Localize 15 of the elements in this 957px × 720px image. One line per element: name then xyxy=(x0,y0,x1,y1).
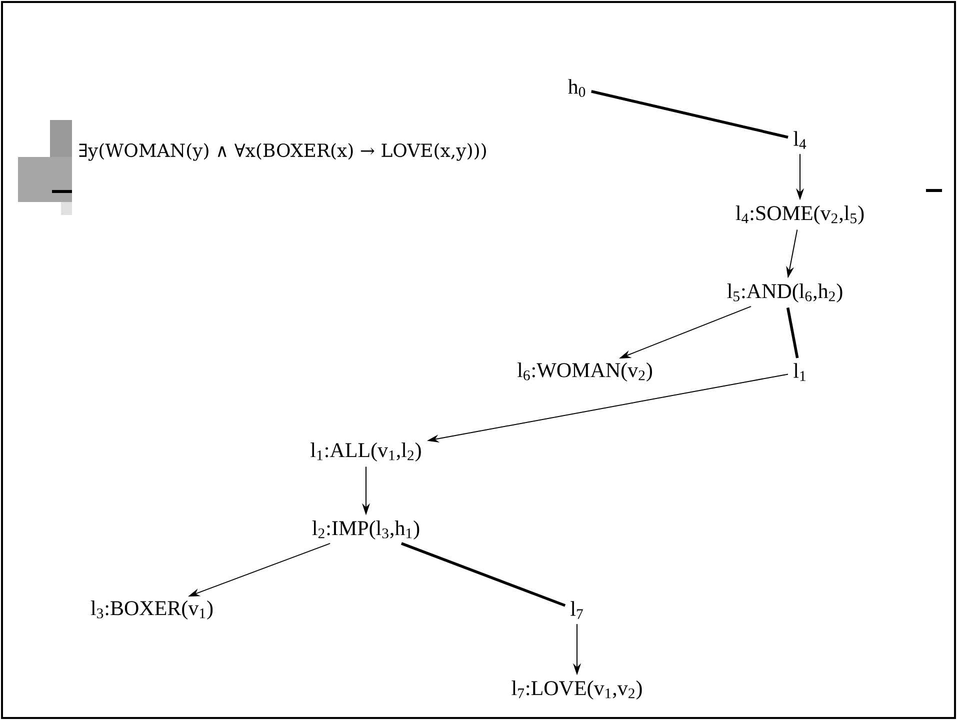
term-label: l$_{1}$:ALL(v$_{1}$,l$_{2}$) xyxy=(310,442,421,462)
term-label: l$_{4}$:SOME(v$_{2}$,l$_{5}$) xyxy=(736,205,864,225)
term-label: l$_{4}$ xyxy=(794,131,806,149)
connector-line xyxy=(786,307,799,358)
term-label: h$_{0}$ xyxy=(568,79,586,97)
term-label: l$_{7}$:LOVE(v$_{1}$,v$_{2}$) xyxy=(512,680,642,700)
connector-line xyxy=(591,90,788,139)
formula: ∃y(WOMAN(y) ∧ ∀x(BOXER(x) → LOVE(x,y))) xyxy=(79,143,486,161)
term-label: l$_{5}$:AND(l$_{6}$,h$_{2}$) xyxy=(727,283,842,303)
term-label: l$_{3}$:BOXER(v$_{1}$) xyxy=(90,600,213,620)
connector-line xyxy=(400,542,566,607)
term-label: l$_{1}$ xyxy=(794,363,806,381)
term-label: l$_{2}$:IMP(l$_{3}$,h$_{1}$) xyxy=(312,520,420,540)
term-label: l$_{6}$:WOMAN(v$_{2}$) xyxy=(518,362,652,382)
term-label: l$_{7}$ xyxy=(570,601,583,619)
